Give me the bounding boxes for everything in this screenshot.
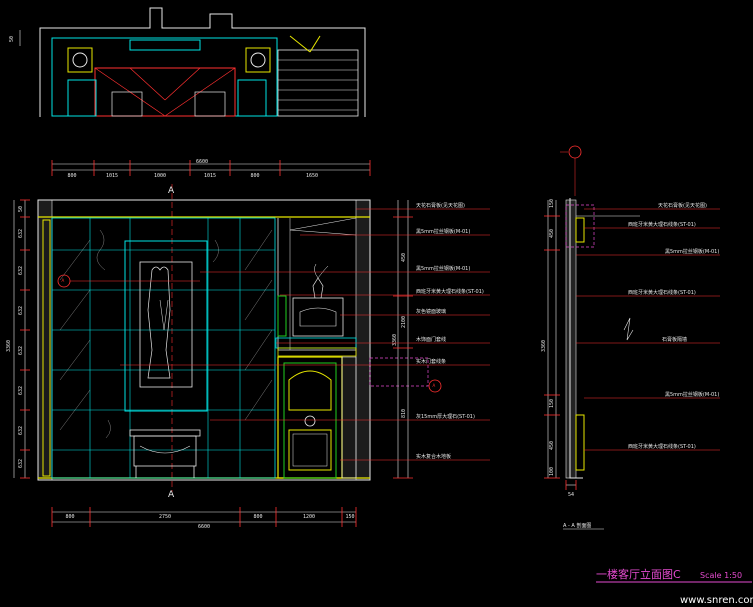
dim-top-1: 800: [67, 173, 76, 179]
elevation-frame: [37, 199, 371, 481]
top-brick-panel: [277, 49, 359, 117]
title-block: 一楼客厅立面图C Scale 1:50 www.snren.com: [596, 567, 753, 606]
dim-left-5: 632: [18, 346, 24, 355]
top-lamp-left: [67, 47, 93, 73]
artwork-figure: [147, 266, 171, 379]
dim-right-2: 2100: [401, 316, 407, 328]
callout-tag-right: A: [433, 383, 436, 388]
section-dim-5: 100: [549, 467, 555, 476]
section-bottom-dim: 54: [568, 492, 574, 498]
callout-bubble-right: [428, 379, 442, 393]
top-elevation-outline: [39, 7, 366, 117]
dim-right-total: 3360: [392, 334, 398, 346]
dim-left-3: 632: [18, 266, 24, 275]
dim-left-total: 3360: [6, 340, 12, 352]
annotation-7: 实木门套线条: [416, 358, 446, 365]
console-table-top: [129, 429, 201, 437]
top-mini-elevation: 50: [9, 7, 366, 117]
section-a-a: 150 450 150 450 100 3360 天花石膏板(见天花图) 西班牙…: [541, 145, 720, 530]
dim-top-2: 1015: [106, 173, 118, 179]
annotation-4: 西班牙米黄大理石线条(ST-01): [416, 288, 484, 295]
top-nightstand-right: [237, 79, 267, 117]
drawing-title: 一楼客厅立面图C: [596, 567, 681, 581]
top-lamp-right: [245, 47, 271, 73]
top-cornice: [129, 39, 201, 51]
dim-left-1: 50: [18, 206, 24, 212]
dim-left-2: 632: [18, 229, 24, 238]
dim-bottom-4: 1200: [303, 514, 315, 520]
section-annotation-3: 黑5mm拉丝钢板(M-01): [665, 248, 719, 255]
niche-outline: [277, 218, 356, 351]
section-callout-bubble: [568, 145, 582, 159]
niche-cabinet: [292, 297, 344, 337]
watermark-text: www.snren.com: [680, 595, 753, 606]
door-knob: [304, 415, 316, 427]
dim-top-5: 800: [250, 173, 259, 179]
section-dim-4: 450: [549, 441, 555, 450]
section-annotation-6: 黑5mm拉丝钢板(M-01): [665, 391, 719, 398]
door-lower-panel: [288, 429, 332, 471]
door-upper-panel: [288, 370, 332, 411]
artwork-outer-frame: [124, 240, 208, 412]
dim-left-4: 632: [18, 306, 24, 315]
break-line: [623, 317, 634, 341]
dim-right-1: 450: [401, 253, 407, 262]
dim-bottom-3: 800: [253, 514, 262, 520]
section-annotation-4: 西班牙米黄大理石线条(ST-01): [628, 289, 696, 296]
dim-bottom-1: 800: [65, 514, 74, 520]
console-table-body: [133, 435, 197, 467]
top-dimension-text: 50: [9, 36, 15, 42]
section-dim-total: 3360: [541, 340, 547, 352]
top-nightstand-left: [67, 79, 97, 117]
section-wall-hatch: [565, 199, 577, 479]
annotation-6: 木饰面门套线: [416, 336, 446, 343]
marble-wall-panel: [51, 217, 276, 479]
door-leaf: [283, 362, 337, 479]
left-pilaster: [42, 219, 51, 477]
annotation-9: 实木复合木地板: [416, 453, 451, 460]
top-lamp-left-shade: [72, 52, 88, 68]
right-wall-hatch: [355, 199, 371, 481]
artwork-canvas: [139, 261, 193, 388]
dim-right-3: 810: [401, 409, 407, 418]
detail-marker-box: [369, 357, 429, 387]
dim-bottom-2: 2750: [159, 514, 171, 520]
annotation-8: 灰15mm厚大理石(ST-01): [416, 413, 475, 420]
section-dim-1: 150: [549, 199, 555, 208]
section-skirting: [575, 414, 585, 471]
dim-left-7: 632: [18, 426, 24, 435]
dim-top-total: 6600: [196, 159, 208, 165]
section-cornice: [575, 217, 585, 243]
callout-tag-left: A: [62, 278, 65, 283]
drawing-scale: Scale 1:50: [700, 571, 742, 580]
annotation-2: 黑5mm拉丝钢板(M-01): [416, 228, 470, 235]
dim-bottom-total: 6600: [198, 524, 210, 530]
annotation-5: 灰色镜面玻璃: [416, 308, 446, 315]
section-annotation-2: 西班牙米黄大理石线条(ST-01): [628, 221, 696, 228]
niche-green-post: [277, 295, 287, 337]
dim-left-8: 632: [18, 459, 24, 468]
dim-bottom-5: 150: [345, 514, 354, 520]
top-pillow-right: [194, 91, 226, 117]
annotation-1: 天花石膏板(见天花图): [416, 202, 465, 209]
dim-top-4: 1015: [204, 173, 216, 179]
section-mark-bottom: A: [168, 490, 175, 500]
door-frame: [277, 356, 343, 479]
top-lamp-right-shade: [250, 52, 266, 68]
dim-top-3: 1000: [154, 173, 166, 179]
annotation-3: 黑5mm拉丝钢板(M-01): [416, 265, 470, 272]
section-annotation-7: 西班牙米黄大理石线条(ST-01): [628, 443, 696, 450]
dim-left-6: 632: [18, 386, 24, 395]
section-dim-2: 450: [549, 229, 555, 238]
section-title: A - A 剖面图: [563, 522, 591, 529]
section-annotation-1: 天花石膏板(见天花图): [658, 202, 707, 209]
main-elevation: 6600 800 1015 1000 1015 800 1650 A A: [6, 159, 490, 530]
top-pillow-left: [111, 91, 143, 117]
section-mark-top: A: [168, 186, 175, 196]
dim-top-6: 1650: [306, 173, 318, 179]
section-dim-3: 150: [549, 399, 555, 408]
section-annotation-5: 石膏板隔墙: [662, 336, 687, 343]
